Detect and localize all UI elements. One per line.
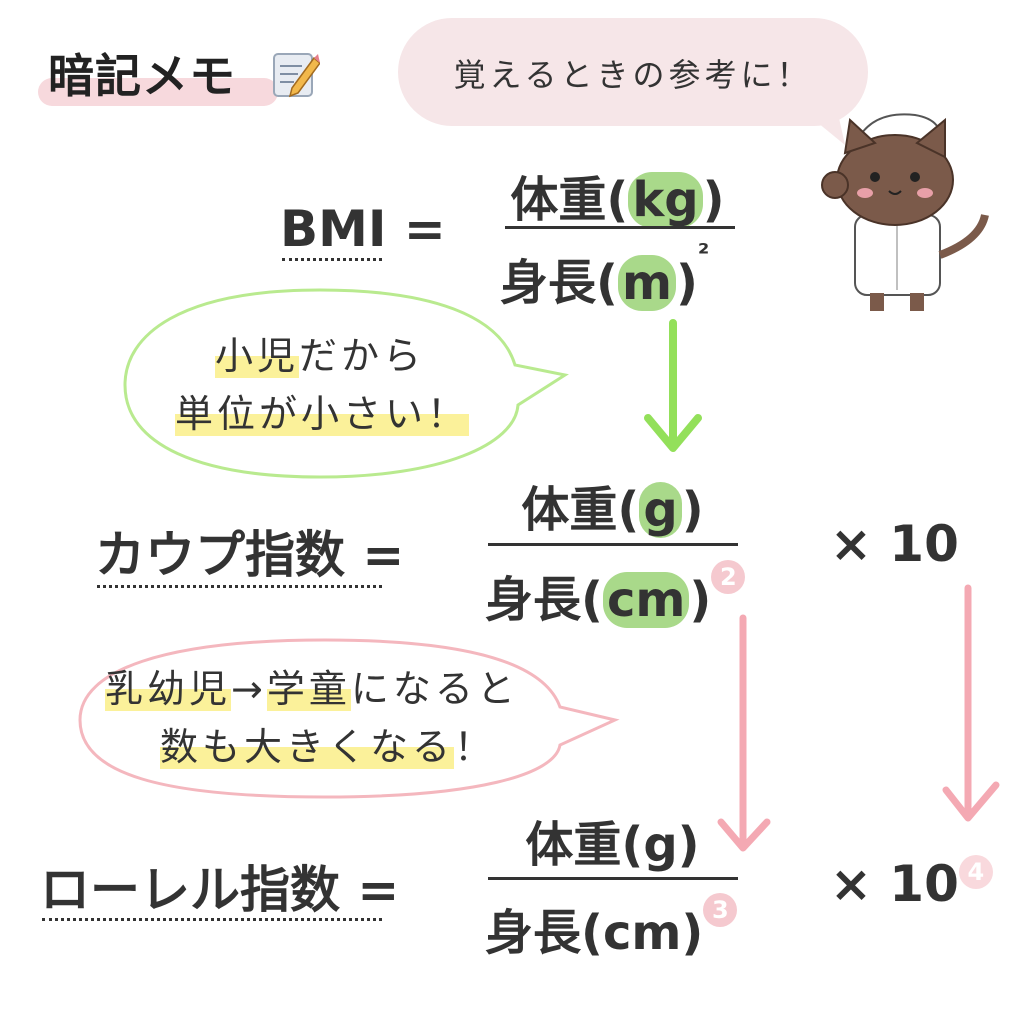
page-title: 暗記メモ [48,49,236,103]
memo-pencil-icon [273,53,320,98]
note1-line2: 単位が小さい！ [175,392,470,436]
green-arrow-icon [644,319,702,452]
note2-line2: 数も大きくなる！ [160,725,497,769]
kaup-multiplier: × 10 [830,515,959,573]
rohrer-numerator: 体重(g) [525,817,700,873]
bmi-label: BMI = [280,200,446,258]
cat-nurse-illustration [821,113,989,311]
speech-bubble [398,18,868,126]
rohrer-label: ローレル指数 = [40,861,400,919]
note2-line1: 乳幼児→学童になると [105,667,519,711]
kaup-numerator: 体重(g) [521,482,704,538]
kaup-label: カウプ指数 = [95,526,405,584]
kaup-denominator: 身長(cm)2 [485,560,785,630]
note-bubble-green [123,288,569,479]
note1-line1: 小児だから [215,334,426,378]
pink-arrow-icon [717,614,771,852]
bmi-underline [282,258,382,261]
kaup-underline [97,585,382,588]
title-highlight [38,78,278,106]
bmi-numerator: 体重(kg) [510,172,725,228]
speech-bubble-tail [790,100,845,145]
rohrer-underline [42,918,382,921]
rohrer-fraction-line [488,877,738,880]
kaup-fraction-line [488,543,738,546]
bmi-denominator: 身長(m)² [500,239,710,311]
rohrer-denominator: 身長(cm)3 [485,893,785,963]
speech-text: 覚えるときの参考に！ [453,56,813,94]
bmi-fraction-line [505,226,735,229]
pink-arrow-icon [942,584,1000,822]
